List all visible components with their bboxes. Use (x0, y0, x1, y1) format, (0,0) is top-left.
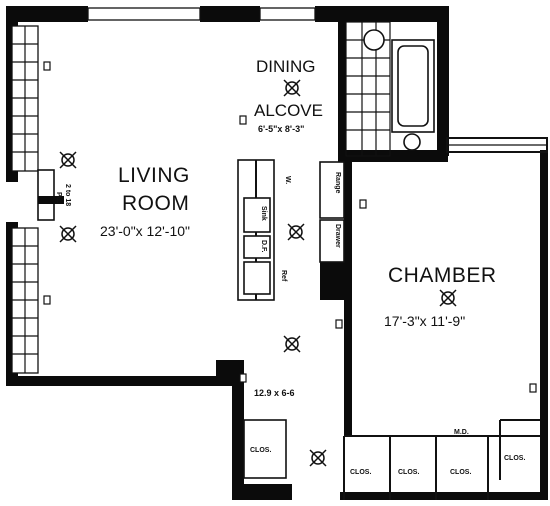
bathtub (391, 39, 435, 133)
chamber-dims: 17'-3"x 11'-9" (384, 313, 465, 329)
wall-top-mid (200, 6, 260, 22)
toilet (363, 29, 385, 51)
ac-unit (37, 169, 55, 221)
closet-label-3: CLOS. (450, 469, 471, 476)
wall-chamber-right (540, 150, 548, 500)
window-left-lower (11, 227, 39, 374)
window-top-1 (87, 7, 201, 21)
oven (243, 235, 271, 259)
closet-label-4: CLOS. (504, 455, 525, 462)
sink-label: Sink (260, 206, 267, 221)
drawer (319, 219, 345, 263)
wall-bottom-chamber (340, 492, 548, 500)
wall-kitchen-bottom (320, 262, 352, 300)
wall-cab-label: W. (284, 176, 291, 184)
outlet-icon (43, 61, 537, 393)
wall-left-pier (38, 196, 64, 204)
wall-bath-left (338, 20, 346, 160)
refrigerator (243, 261, 271, 295)
wall-top-living (8, 6, 88, 22)
window-left-upper (11, 25, 39, 172)
wall-top-right (315, 6, 447, 22)
ceiling-light-icon (59, 79, 457, 467)
range-label: Range (334, 172, 341, 194)
sink (243, 197, 271, 233)
ac-unit-label-2: Pu. (55, 192, 62, 203)
wall-chamber-top (350, 150, 440, 156)
dining-dims: 6'-5"x 8'-3" (258, 124, 304, 134)
wall-top-corner (437, 6, 449, 156)
bath-sink (403, 133, 421, 151)
living-room-name-2: ROOM (122, 192, 189, 215)
kitchen-counter (237, 159, 275, 301)
range (319, 161, 345, 219)
oven-label: D.F. (260, 240, 267, 253)
drawer-label: Drawer (334, 224, 341, 248)
dining-name-1: DINING (256, 57, 316, 76)
ac-unit-label: 2 to 18 (64, 184, 71, 206)
foyer-dims: 12.9 x 6-6 (254, 388, 295, 398)
living-room-dims: 23'-0"x 12'-10" (100, 223, 190, 239)
closet-label-2: CLOS. (398, 469, 419, 476)
closet-foyer (243, 419, 287, 479)
wall-bottom-entry (232, 484, 292, 500)
closet-label-foyer: CLOS. (250, 447, 271, 454)
chamber-name: CHAMBER (388, 264, 497, 287)
wall-bottom-living (6, 376, 216, 386)
living-room-name-1: LIVING (118, 164, 190, 187)
dining-name-2: ALCOVE (254, 101, 323, 120)
wall-bath-bottom (338, 156, 448, 162)
ref-label: Ref (280, 270, 287, 282)
wall-foyer-left-2 (232, 360, 244, 500)
closet-label-1: CLOS. (350, 469, 371, 476)
md-label: M.D. (454, 429, 469, 436)
window-top-2 (259, 7, 316, 21)
